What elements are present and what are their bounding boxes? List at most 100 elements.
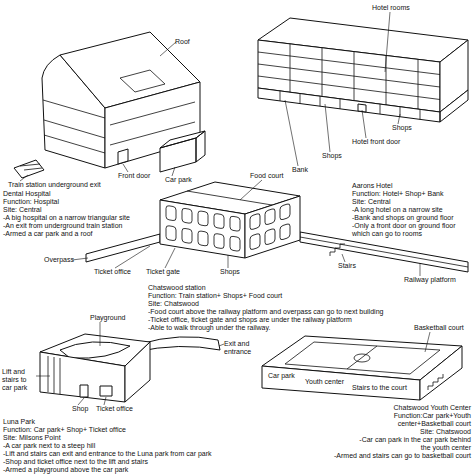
stairs-symbol	[428, 374, 443, 390]
part-label: Railway platform	[404, 276, 456, 284]
station-exit-steps	[20, 164, 42, 170]
description-line: Function:Car park+Youth center+Basketbal…	[359, 412, 471, 428]
description-line: -A car park next to a steep hill	[3, 442, 95, 450]
window	[230, 236, 240, 252]
description-line: -Food court above the railway platform a…	[148, 308, 383, 316]
window	[250, 233, 260, 250]
description-line: -Lift and stairs can exit and entrance t…	[3, 450, 212, 458]
part-label: Shops	[220, 268, 240, 276]
part-label: Hotel front door	[352, 138, 400, 146]
station-exit	[14, 160, 44, 178]
window	[214, 213, 224, 229]
part-label: Overpass	[44, 256, 74, 264]
part-label: Hotel rooms	[372, 4, 410, 12]
window	[265, 208, 275, 225]
part-label: Shop	[72, 405, 88, 413]
window	[214, 233, 224, 249]
leader-line	[20, 42, 176, 181]
part-label: Car park	[268, 372, 295, 380]
part-label: Stairs	[338, 262, 356, 270]
building-face	[420, 346, 462, 400]
shop-fronts	[280, 91, 420, 120]
window	[265, 228, 275, 245]
part-label: Shops	[322, 152, 342, 160]
building-face	[245, 196, 300, 258]
part-label: Ticket office	[94, 268, 131, 276]
description-line: -Able to walk through under the railway.	[148, 324, 270, 332]
description-line: -Armed and stairs can go to basketball c…	[334, 452, 471, 460]
leader-line	[285, 12, 400, 166]
description-line: -Ticket office, ticket gate and shops ar…	[148, 316, 352, 324]
description-line: -Shop and ticket office next to the lift…	[3, 458, 148, 466]
part-label: Youth center	[305, 378, 344, 386]
description-line: Site: Central	[352, 198, 391, 206]
description-line: -Armed a playground above the car park	[3, 466, 128, 474]
description-line: -Only a front door on ground floor which…	[352, 222, 470, 238]
window	[280, 223, 290, 240]
description-line: Function: Hotel+ Shop+ Bank	[352, 190, 443, 198]
leader-line	[425, 332, 430, 352]
roof-detail	[187, 191, 272, 205]
description-title: Dental Hospital	[3, 190, 50, 198]
window-grid	[250, 203, 290, 250]
window	[198, 231, 208, 247]
building-face	[40, 352, 125, 402]
part-label: Shops	[392, 124, 412, 132]
description-title: Chatswood Youth Center	[394, 404, 471, 412]
playground-area	[60, 342, 130, 358]
description-title: Luna Park	[3, 418, 35, 426]
description-line: -Car can park in the car park behind the…	[359, 436, 471, 452]
court-circle	[354, 354, 370, 362]
window	[198, 211, 208, 227]
window	[182, 208, 192, 224]
window	[166, 225, 176, 241]
window-symbol	[100, 386, 112, 396]
description-line: Function: Train station+ Shops+ Food cou…	[148, 292, 282, 300]
description-line: Site: Central	[3, 206, 42, 214]
part-label: Ticket office	[96, 405, 133, 413]
leader-line	[36, 322, 224, 405]
description-line: -Armed a car park and a roof	[3, 230, 93, 238]
description-line: Function: Hospital	[3, 198, 59, 206]
court-lines	[285, 342, 440, 374]
description-title: Aarons Hotel	[352, 182, 392, 190]
description-line: -A big hospital on a narrow triangular s…	[3, 214, 130, 222]
description-line: -An exit from underground train station	[3, 222, 122, 230]
railway-track	[300, 237, 468, 267]
window-grid	[258, 44, 440, 109]
part-label: Car park	[165, 176, 192, 184]
part-label: Ticket gate	[146, 268, 180, 276]
window	[250, 213, 260, 230]
youth-center-sketch	[262, 332, 462, 400]
door-symbol	[118, 149, 128, 164]
part-label: Lift and stairs to car park	[2, 368, 38, 392]
window	[230, 216, 240, 232]
car-park-sketch	[36, 322, 224, 405]
part-label: Roof	[175, 38, 190, 46]
building-face	[160, 200, 245, 258]
description-line: Site: Chatswood	[420, 428, 471, 436]
hotel-sketch	[258, 12, 468, 166]
railway-band	[300, 232, 468, 272]
window-grid	[166, 205, 240, 251]
window	[182, 228, 192, 244]
description-line: Site: Milsons Point	[3, 434, 61, 442]
building-face	[125, 342, 150, 402]
stairs-symbol	[330, 244, 345, 256]
window	[166, 205, 176, 221]
part-label: Stairs to the court	[352, 384, 407, 392]
hospital-sketch	[14, 32, 205, 181]
car-park-block	[160, 131, 205, 172]
part-label: Basketball court	[414, 324, 464, 332]
window	[280, 203, 290, 220]
part-label: Food court	[250, 172, 283, 180]
door-symbol	[80, 385, 88, 397]
lift-stairs-symbol	[48, 356, 60, 394]
part-label: Bank	[292, 166, 308, 174]
overpass-band	[86, 234, 160, 262]
description-line: -A long hotel on a narrow site	[352, 206, 443, 214]
part-label: Exit and entrance	[224, 340, 260, 356]
part-label: Playground	[90, 314, 125, 322]
description-line: -Bank and shops on ground floor	[352, 214, 454, 222]
